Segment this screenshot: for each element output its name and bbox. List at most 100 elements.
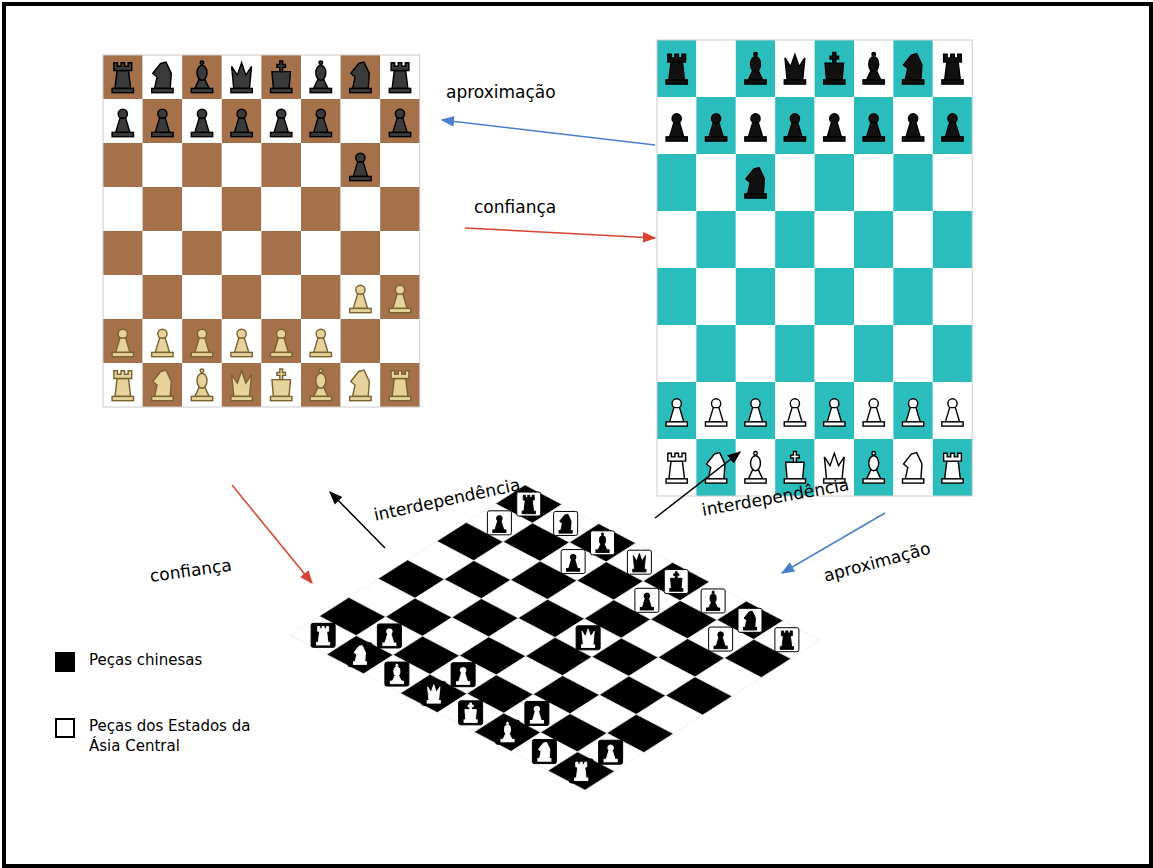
piece-tile <box>487 511 511 535</box>
board-square <box>893 439 932 496</box>
board-square <box>182 187 222 231</box>
chess-piece <box>350 62 371 93</box>
board-square <box>301 99 341 143</box>
piece-base <box>522 511 535 514</box>
board-square <box>933 97 972 154</box>
board-square <box>380 275 420 319</box>
chess-piece <box>353 645 366 664</box>
chess-piece <box>231 371 252 401</box>
piece-base <box>784 137 805 141</box>
chess-piece <box>271 61 292 93</box>
piece-part <box>825 63 843 80</box>
piece-base <box>389 88 410 92</box>
chess-piece <box>745 452 766 484</box>
piece-part <box>670 123 684 137</box>
piece-tile <box>775 628 799 652</box>
piece-part <box>314 118 328 132</box>
board-square <box>380 143 420 187</box>
piece-part <box>669 461 685 479</box>
piece-part <box>153 62 172 88</box>
piece-part <box>393 118 407 132</box>
piece-base <box>317 642 330 645</box>
piece-part <box>395 109 404 118</box>
piece-base <box>152 396 173 400</box>
board-square <box>341 275 381 319</box>
piece-part <box>316 65 326 80</box>
piece-base <box>310 88 331 92</box>
piece-part <box>754 53 758 57</box>
piece-part <box>908 399 917 408</box>
piece-tile <box>738 608 762 632</box>
piece-part <box>785 54 805 80</box>
piece-base <box>383 643 396 646</box>
piece-part <box>356 153 365 162</box>
piece-base <box>350 88 371 92</box>
piece-base <box>745 137 766 141</box>
piece-part <box>459 673 468 682</box>
piece-base <box>389 132 410 136</box>
chess-piece <box>745 53 766 85</box>
piece-base <box>582 645 595 648</box>
piece-part <box>153 370 172 396</box>
piece-part <box>116 338 130 352</box>
board-square <box>103 99 143 143</box>
piece-part <box>392 71 408 89</box>
piece-part <box>869 456 879 471</box>
piece-part <box>351 62 370 88</box>
piece-part <box>118 109 127 118</box>
chess-piece <box>152 329 173 356</box>
piece-part <box>277 369 286 380</box>
piece-part <box>314 338 328 352</box>
piece-base <box>707 608 720 611</box>
board-square <box>103 231 143 275</box>
board-square <box>893 325 932 382</box>
board-square <box>380 319 420 363</box>
piece-part <box>711 114 720 123</box>
board-square <box>261 143 301 187</box>
board-square <box>222 55 262 99</box>
piece-part <box>606 750 615 759</box>
board-square <box>696 154 735 211</box>
piece-part <box>751 57 761 72</box>
piece-base <box>942 137 963 141</box>
piece-part <box>908 114 917 123</box>
board-square <box>341 187 381 231</box>
legend-row: Peças chinesas <box>55 650 305 672</box>
chess-piece <box>559 514 572 533</box>
piece-part <box>642 599 651 608</box>
chess-piece <box>271 329 292 356</box>
board-square <box>182 55 222 99</box>
piece-tile <box>599 740 623 764</box>
chess-piece <box>191 61 212 93</box>
board-square <box>182 143 222 187</box>
board-square <box>854 211 893 268</box>
board-square <box>341 55 381 99</box>
chess-piece <box>152 62 173 93</box>
piece-part <box>748 408 762 422</box>
board-square <box>736 97 775 154</box>
chess-piece <box>191 369 212 401</box>
board-square <box>815 97 854 154</box>
chess-piece <box>942 54 963 84</box>
chess-piece <box>389 109 410 136</box>
board-square <box>933 268 972 325</box>
board-border <box>103 55 420 407</box>
piece-part <box>711 399 720 408</box>
board-square <box>696 382 735 439</box>
piece-base <box>824 80 845 84</box>
piece-base <box>350 176 371 180</box>
legend-swatch <box>55 652 75 672</box>
piece-base <box>350 396 371 400</box>
piece-part <box>904 453 922 479</box>
legend-row: Peças dos Estados da Ásia Central <box>55 716 285 756</box>
board-square <box>775 211 814 268</box>
board-square <box>380 99 420 143</box>
piece-base <box>353 662 366 665</box>
board-square <box>815 40 854 97</box>
piece-part <box>393 294 407 308</box>
piece-part <box>751 114 760 123</box>
piece-part <box>788 408 802 422</box>
piece-part <box>790 114 799 123</box>
chess-piece <box>942 399 963 426</box>
piece-base <box>743 627 756 630</box>
